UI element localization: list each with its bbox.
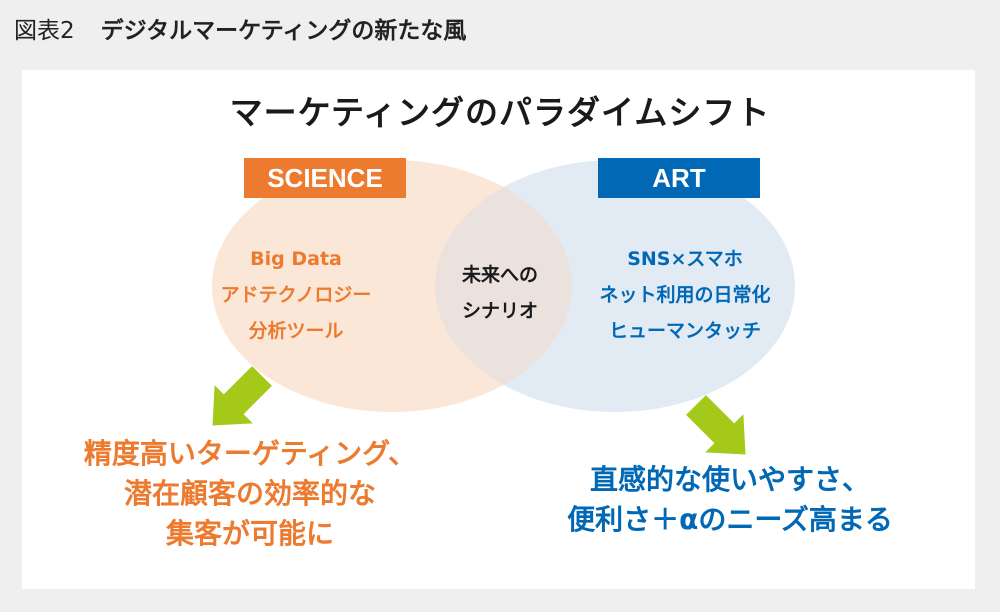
art-item: ネット利用の日常化 [599,284,771,306]
figure-number: 図表2 [14,18,75,44]
overlap-region [435,160,572,412]
science-result-line: 潜在顧客の効率的な [123,477,376,510]
art-item: ヒューマンタッチ [608,320,761,342]
science-result-line: 精度高いターゲティング、 [83,437,417,470]
science-item: 分析ツール [248,320,344,342]
art-result-line: 直感的な使いやすさ、 [589,463,870,496]
science-item: アドテクノロジー [220,284,372,306]
science-tag: SCIENCE [244,158,406,198]
down-left-arrow-icon [212,366,272,426]
down-right-arrow-icon [686,395,746,455]
science-item: Big Data [250,248,342,270]
science-items: Big Data アドテクノロジー 分析ツール [196,241,396,349]
science-result-line: 集客が可能に [165,517,334,550]
art-tag: ART [598,158,760,198]
overlap-line: 未来への [461,264,538,286]
art-item: SNS×スマホ [627,248,743,270]
art-items: SNS×スマホ ネット利用の日常化 ヒューマンタッチ [580,241,790,349]
overlap-label: 未来への シナリオ [430,257,570,329]
diagram-heading: マーケティングのパラダイムシフト [229,93,771,132]
art-result: 直感的な使いやすさ、 便利さ＋αのニーズ高まる [510,460,950,540]
overlap-line: シナリオ [461,300,538,322]
science-result: 精度高いターゲティング、 潜在顧客の効率的な 集客が可能に [40,434,460,554]
art-result-line: 便利さ＋αのニーズ高まる [567,503,893,536]
figure-title: デジタルマーケティングの新たな風 [100,18,467,44]
figure-label: 図表2 デジタルマーケティングの新たな風 [14,8,466,48]
